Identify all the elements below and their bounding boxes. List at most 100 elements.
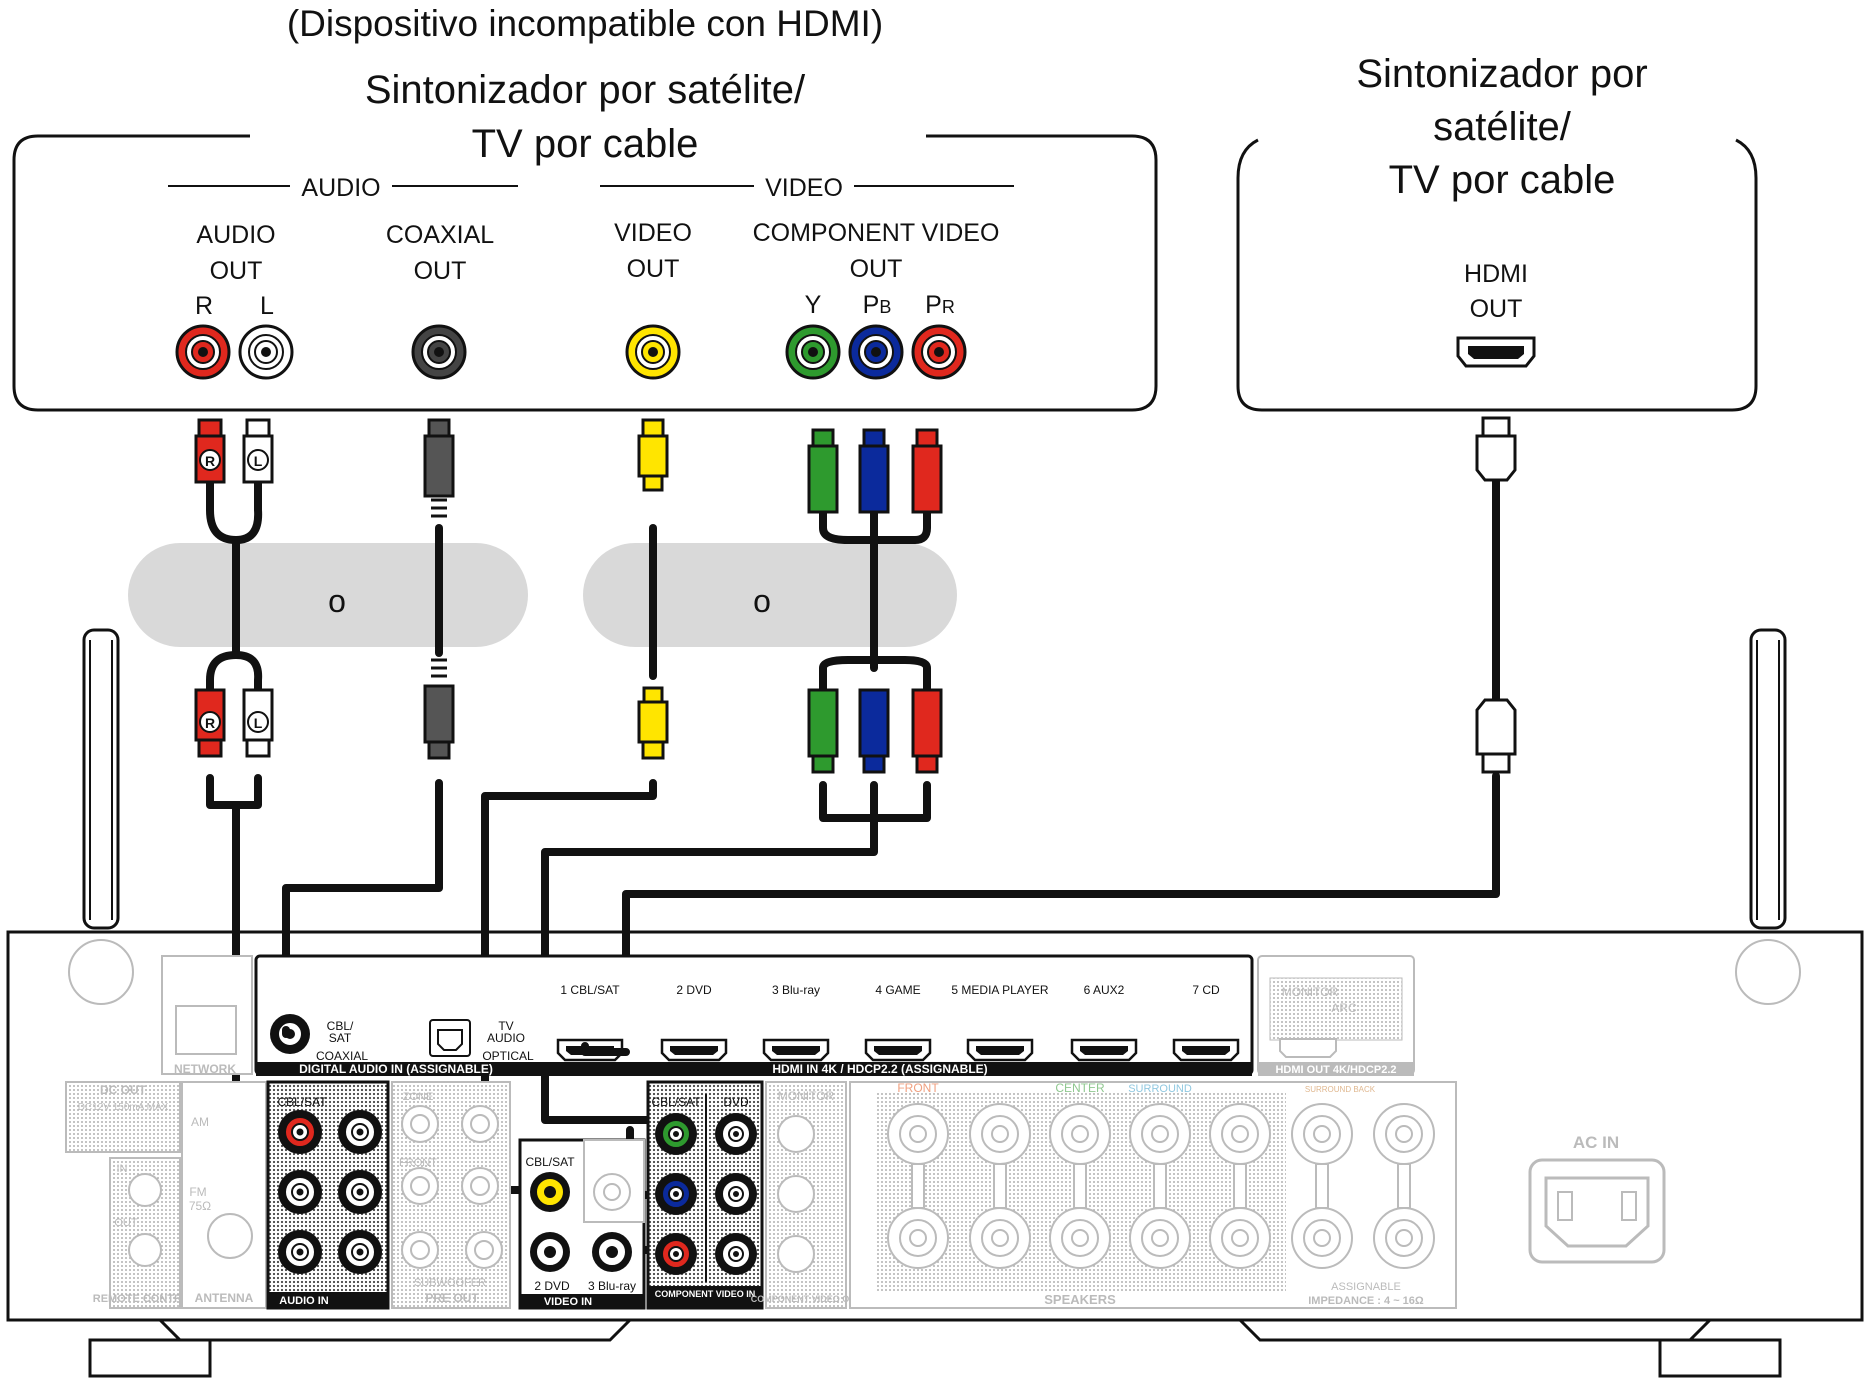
network-label: NETWORK [174,1062,236,1076]
video-plug-top [637,418,669,492]
component-in-jack-cbl-1 [655,1113,697,1155]
left-device-title-line1: Sintonizador por satélite/ [365,68,806,112]
remote-in-label: IN [117,1163,128,1175]
comp-in-label: COMPONENT VIDEO IN [655,1289,756,1299]
speaker-terminal-7-plus [1373,1103,1435,1165]
component-pb-label: PB [863,291,892,319]
audio-l-plug-top: L [242,418,274,484]
hdmi-out-label: HDMI [1464,260,1528,288]
speaker-terminal-5-plus [1209,1103,1271,1165]
pre-out-jacks [401,1105,503,1269]
svg-text:L: L [254,453,263,469]
hdmi-out-label-2: OUT [1470,295,1523,323]
component-y-label: Y [805,291,822,319]
arc-label: ARC [1331,1001,1357,1015]
component-out-label-2: OUT [850,255,903,283]
rca-jack-component-pb [848,324,904,380]
video-in-bluray-label: 3 Blu-ray [588,1279,636,1293]
rca-jack-component-pr [911,324,967,380]
coax-label: COAXIAL [316,1049,368,1063]
audio-in-jack-1-r [278,1110,322,1154]
audio-l-plug-bottom: L [242,688,274,758]
spk-surround-label: SURROUND [1128,1083,1192,1095]
hdmi-out-port [1456,336,1536,368]
video-in-jack-bluray [592,1232,632,1272]
spk-front-label: FRONT [897,1081,939,1095]
component-pr-plug-top [911,428,943,514]
pre-out-jack-5 [401,1231,439,1269]
speaker-post-3 [1073,1163,1087,1209]
audio-in-jack-3-r [278,1230,322,1274]
video-in-label: VIDEO IN [544,1296,592,1308]
pre-out-jack-3 [401,1167,439,1205]
antenna-label: ANTENNA [195,1291,254,1305]
audio-group-label: AUDIO [301,174,380,202]
component-pb-plug-top [858,428,890,514]
speaker-terminal-4-minus [1129,1207,1191,1269]
speaker-terminal-6-plus [1291,1103,1353,1165]
antenna-left [68,628,134,1005]
left-device-caption: (Dispositivo incompatible con HDMI) [287,3,883,44]
speaker-terminal-6-minus [1291,1207,1353,1269]
audio-in-jack-1-l [338,1110,382,1154]
hdmi-input-port-3 [762,1038,830,1062]
right-device-title-line1: Sintonizador por [1356,52,1647,96]
subwoofer-label: SUBWOOFER [414,1277,486,1289]
audio-l-label: L [260,292,274,320]
optical-label: OPTICAL [482,1049,534,1063]
pre-out-label: PRE OUT [425,1291,479,1305]
audio-out-label-2: OUT [210,257,263,285]
assignable-label: ASSIGNABLE [1331,1281,1401,1293]
component-in-jack-dvd-2 [715,1173,757,1215]
speaker-post-1 [911,1163,925,1209]
hdmi-input-label-3: 3 Blu-ray [772,983,820,997]
speaker-post-4 [1153,1163,1167,1209]
speaker-terminal-3-plus [1049,1103,1111,1165]
hdmi-out-receiver-port [1279,1038,1337,1058]
video-plug-bottom [637,686,669,760]
speaker-terminal-5-minus [1209,1207,1271,1269]
svg-text:R: R [205,453,215,469]
remote-control-label: REMOTE CONTROL [93,1293,198,1305]
pre-out-jack-1 [401,1105,439,1143]
component-y-plug-bottom [807,688,839,774]
component-in-jack-dvd-3 [715,1233,757,1275]
rca-jack-audio-r [175,324,231,380]
component-pr-label: PR [925,291,955,319]
left-device-title-line2: TV por cable [472,122,699,166]
audio-out-label: AUDIO [196,221,275,249]
speaker-post-7 [1397,1163,1411,1209]
optical-input-jack [429,1019,471,1057]
speaker-terminal-7-minus [1373,1207,1435,1269]
speakers-label: SPEAKERS [1044,1292,1116,1307]
audio-r-label: R [195,292,213,320]
hdmi-out-receiver-label: HDMI OUT 4K/HDCP2.2 [1275,1064,1396,1076]
right-device-title-line3: TV por cable [1389,158,1616,202]
hdmi-input-port-5 [966,1038,1034,1062]
audio-in-jack-2-r [278,1170,322,1214]
coaxial-plug-top [423,418,455,518]
antenna-right [1735,628,1801,1005]
speaker-post-2 [993,1163,1007,1209]
component-pb-plug-bottom [858,688,890,774]
hdmi-input-label-4: 4 GAME [875,983,920,997]
am-label: AM [191,1115,209,1129]
speaker-terminal-1-plus [887,1103,949,1165]
audio-in-cbl-label: CBL/SAT [277,1095,327,1109]
hdmi-plug-bottom [1475,698,1517,774]
dc-out-label: DC OUT [100,1083,147,1097]
spk-center-label: CENTER [1055,1081,1105,1095]
coax-cbl-label: CBL/ [327,1019,354,1033]
hdmi-input-port-6 [1070,1038,1138,1062]
component-out-label: COMPONENT VIDEO [753,219,1000,247]
rca-jack-audio-l [238,324,294,380]
comp-dvd-label: DVD [723,1095,749,1109]
hdmi-input-label-2: 2 DVD [676,983,712,997]
hdmi-input-label-5: 5 MEDIA PLAYER [951,983,1048,997]
video-in-dvd-label: 2 DVD [534,1279,570,1293]
audio-r-plug-top: R [194,418,226,484]
ac-in-label: AC IN [1573,1133,1619,1152]
hdmi-input-port-7 [1172,1038,1240,1062]
video-in-jack-dvd [530,1232,570,1272]
video-out-jack-monitor [593,1173,631,1211]
